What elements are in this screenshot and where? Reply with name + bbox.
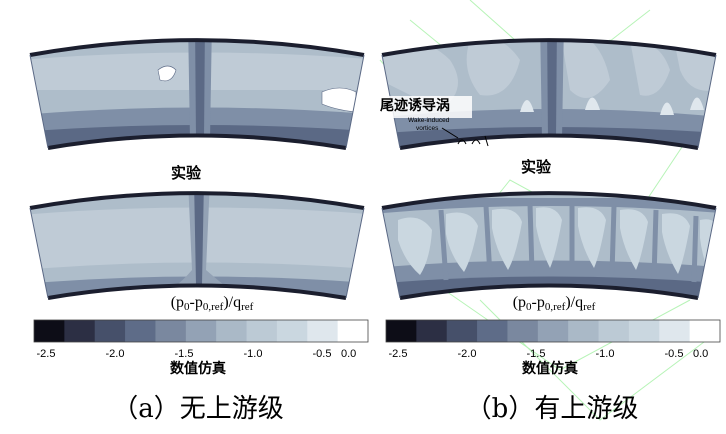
right-simulation-label: (p0-p0,ref)/qref: [513, 294, 596, 313]
colorbar-level-swatch: [246, 320, 278, 342]
vortex-swirl-marks: [457, 135, 489, 147]
colorbar-level-swatch: [507, 320, 539, 342]
colorbar-level-swatch: [386, 320, 417, 342]
colorbar-level-swatch: [446, 320, 478, 342]
caption-right: （b）有上游级: [466, 394, 639, 424]
colorbar-level-swatch: [416, 320, 448, 342]
left-tick-label: -1.5: [175, 348, 194, 360]
colorbar-frame: [33, 319, 369, 343]
right-tick-label: -1.0: [596, 348, 615, 360]
colorbar-level-swatch: [276, 320, 308, 342]
colorbar-right: [385, 319, 721, 343]
right-tick-label: -2.5: [389, 348, 408, 360]
left-experiment-label: 实验: [171, 164, 202, 182]
right-experiment-label: 实验: [521, 158, 552, 176]
colorbar-level-swatch: [598, 320, 630, 342]
wake-vortex-annotation-en-1: Wake-induced: [408, 117, 450, 124]
colorbar-level-swatch: [94, 320, 126, 342]
colorbar-level-swatch: [64, 320, 96, 342]
caption-left: （a）无上游级: [112, 394, 284, 424]
colorbar-level-swatch: [659, 320, 691, 342]
colorbar-level-swatch: [477, 320, 508, 342]
left-simulation-label: (p0-p0,ref)/qref: [171, 294, 254, 313]
right-tick-label: 0.0: [693, 348, 708, 360]
colorbar-level-swatch: [155, 320, 187, 342]
colorbar-level-swatch: [689, 320, 721, 342]
colorbar-level-swatch: [537, 320, 569, 342]
left-tick-label: -2.0: [106, 348, 125, 360]
left-tick-label: 0.0: [341, 348, 356, 360]
colorbar-level-swatch: [34, 320, 65, 342]
right-tick-label: -1.5: [527, 348, 546, 360]
right-tick-label: -0.5: [665, 348, 684, 360]
left-colorbar-title: 数值仿真: [170, 360, 226, 377]
left-tick-label: -1.0: [244, 348, 263, 360]
wake-vortex-annotation-zh: 尾迹诱导涡: [380, 97, 450, 114]
colorbar-level-swatch: [125, 320, 156, 342]
right-colorbar-title: 数值仿真: [522, 360, 578, 377]
left-tick-label: -0.5: [313, 348, 332, 360]
wake-vortex-annotation-en-2: vortices: [416, 125, 439, 132]
left-tick-label: -2.5: [37, 348, 56, 360]
annotation-arrow: [441, 127, 459, 139]
colorbar-level-swatch: [185, 320, 217, 342]
colorbar-level-swatch: [216, 320, 248, 342]
colorbar-frame: [385, 319, 721, 343]
colorbar-level-swatch: [568, 320, 600, 342]
colorbar-level-swatch: [307, 320, 339, 342]
right-tick-label: -2.0: [458, 348, 477, 360]
colorbar-left: [33, 319, 369, 343]
colorbar-level-swatch: [628, 320, 660, 342]
colorbar-level-swatch: [337, 320, 369, 342]
